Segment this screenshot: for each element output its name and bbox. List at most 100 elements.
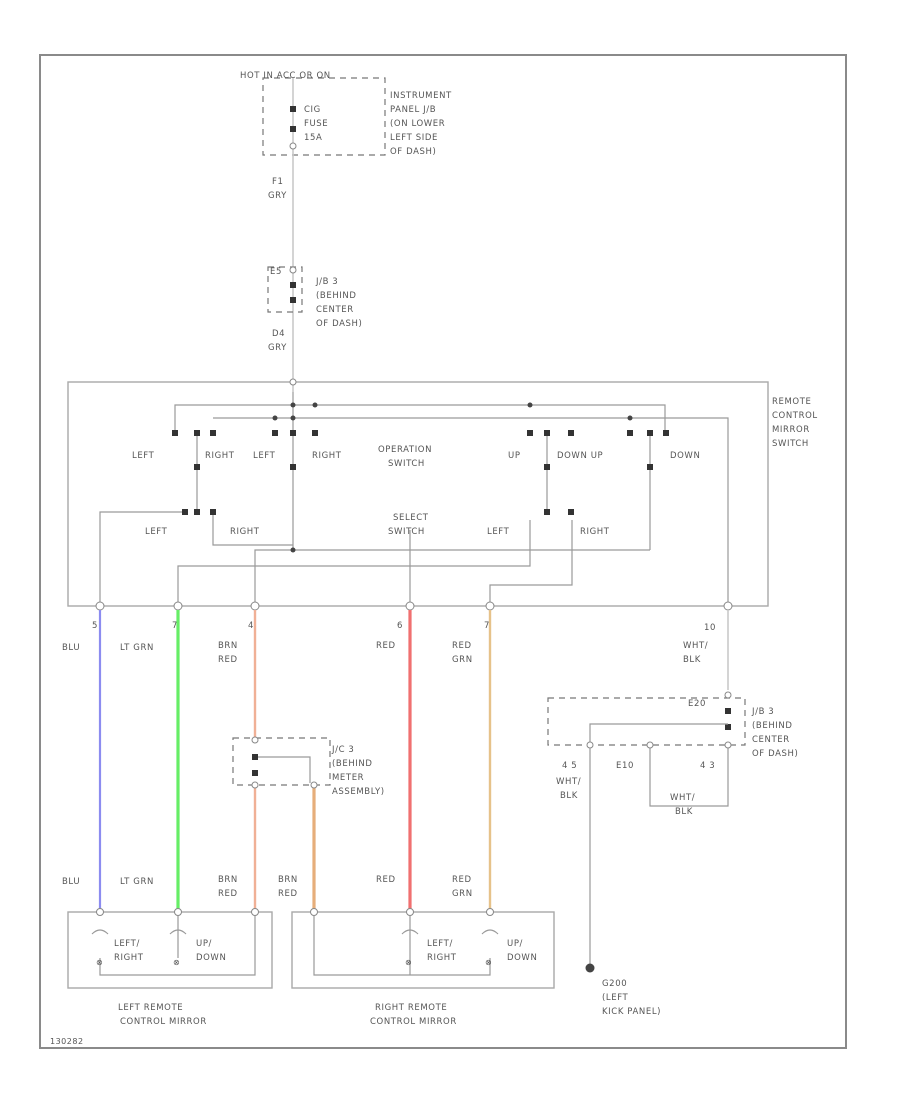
diagram-code: 130282	[50, 1037, 84, 1046]
pin-number: 4	[248, 621, 254, 631]
motor-label: RIGHT	[427, 953, 457, 963]
jb3-upper: E5 J/B 3 (BEHIND CENTER OF DASH)	[267, 266, 362, 329]
switch-label: REMOTE	[772, 397, 811, 407]
wire-color-gry: GRY	[268, 191, 287, 201]
ground-label: G200	[602, 979, 627, 989]
wire-color-label: RED	[218, 889, 238, 899]
switch-contacts	[172, 402, 669, 553]
jb3-label: J/B 3	[315, 277, 338, 287]
ground-label: KICK PANEL)	[602, 1007, 661, 1017]
right-remote-control-mirror: ⊗ ⊗ LEFT/ RIGHT UP/ DOWN RIGHT REMOTE CO…	[291, 908, 555, 1027]
fuse-word: FUSE	[304, 119, 328, 129]
op-switch-position: UP	[508, 451, 521, 461]
switch-connector-pins: 5 7 4 6 7 10	[92, 601, 733, 633]
sel-switch-label: SWITCH	[388, 527, 425, 537]
motor-icon: ⊗	[485, 958, 492, 967]
wire-color-gry: GRY	[268, 343, 287, 353]
wire-color-label: GRN	[452, 655, 473, 665]
motor-label: DOWN	[507, 953, 537, 963]
sel-switch-position: LEFT	[145, 527, 168, 537]
op-switch-position: LEFT	[132, 451, 155, 461]
wire-color-label: LT GRN	[120, 643, 154, 653]
sel-switch-position: RIGHT	[230, 527, 260, 537]
switch-label: MIRROR	[772, 425, 810, 435]
jb3-label: J/B 3	[751, 707, 774, 717]
op-switch-label: OPERATION	[378, 445, 432, 455]
wire-color-label: RED	[452, 875, 472, 885]
wire-color-label: BRN	[278, 875, 298, 885]
pin-f1: F1	[272, 177, 284, 187]
jc3-label: ASSEMBLY)	[332, 787, 385, 797]
pin-number: 4 5	[562, 761, 577, 771]
op-switch-position: RIGHT	[205, 451, 235, 461]
pin-number: 6	[397, 621, 403, 631]
motor-icon: ⊗	[96, 958, 103, 967]
wire-color-label: WHT/	[556, 777, 581, 787]
jb3-label: CENTER	[752, 735, 790, 745]
wire-color-label: RED	[278, 889, 298, 899]
right-mirror-title: CONTROL MIRROR	[370, 1017, 457, 1027]
pin-number: 7	[484, 621, 490, 631]
jb3-label: (BEHIND	[316, 291, 357, 301]
pin-number: 5	[92, 621, 98, 631]
motor-label: LEFT/	[114, 939, 140, 949]
jc3-label: (BEHIND	[332, 759, 373, 769]
jc3-behind-meter: J/C 3 (BEHIND METER ASSEMBLY)	[232, 736, 385, 797]
wire-color-label: BLU	[62, 643, 80, 653]
hot-in-label: HOT IN ACC OR ON	[240, 71, 331, 81]
pin-number: 10	[704, 623, 716, 633]
op-switch-position: DOWN	[670, 451, 700, 461]
wire-color-label: RED	[376, 875, 396, 885]
op-switch-position: RIGHT	[312, 451, 342, 461]
fuse-name: CIG	[304, 105, 321, 115]
motor-icon: ⊗	[405, 958, 412, 967]
pin-e20: E20	[688, 699, 706, 709]
motor-label: LEFT/	[427, 939, 453, 949]
wire-color-label: WHT/	[670, 793, 695, 803]
right-mirror-title: RIGHT REMOTE	[375, 1003, 447, 1013]
op-switch-label: SWITCH	[388, 459, 425, 469]
ip-jb-label: LEFT SIDE	[390, 133, 438, 143]
wire-color-label: RED	[452, 641, 472, 651]
pin-e5: E5	[270, 267, 282, 277]
ip-jb-label: INSTRUMENT	[390, 91, 452, 101]
ip-jb-label: (ON LOWER	[390, 119, 445, 129]
colored-wires	[98, 610, 492, 912]
ip-jb-label: OF DASH)	[390, 147, 436, 157]
wire-color-label: LT GRN	[120, 877, 154, 887]
jb3-label: OF DASH)	[752, 749, 798, 759]
jb3-label: CENTER	[316, 305, 354, 315]
wire-color-label: BLU	[62, 877, 80, 887]
sel-switch-label: SELECT	[393, 513, 429, 523]
ip-jb-label: PANEL J/B	[390, 105, 436, 115]
left-mirror-title: CONTROL MIRROR	[120, 1017, 207, 1027]
op-switch-position: LEFT	[253, 451, 276, 461]
jb3-label: (BEHIND	[752, 721, 793, 731]
motor-label: UP/	[196, 939, 212, 949]
diagram-border	[39, 54, 847, 1049]
left-mirror-title: LEFT REMOTE	[118, 1003, 183, 1013]
wire-color-label: BLK	[675, 807, 693, 817]
jb3-lower: E20 J/B 3 (BEHIND CENTER OF DASH) 4 5 E1…	[547, 610, 798, 973]
jc3-label: METER	[332, 773, 364, 783]
wire-color-label: BLK	[683, 655, 701, 665]
wire-color-label: RED	[376, 641, 396, 651]
fuse-amp: 15A	[304, 133, 322, 143]
remote-control-mirror-switch: REMOTE CONTROL MIRROR SWITCH	[67, 378, 818, 607]
wire-color-label: RED	[218, 655, 238, 665]
motor-label: DOWN	[196, 953, 226, 963]
switch-label: SWITCH	[772, 439, 809, 449]
ground-label: (LEFT	[602, 993, 629, 1003]
motor-icon: ⊗	[173, 958, 180, 967]
motor-label: UP/	[507, 939, 523, 949]
wire-color-label: BRN	[218, 641, 238, 651]
pin-number: 7	[172, 621, 178, 631]
left-remote-control-mirror: ⊗ ⊗ LEFT/ RIGHT UP/ DOWN LEFT REMOTE CON…	[67, 908, 273, 1027]
jc3-label: J/C 3	[331, 745, 354, 755]
switch-label: CONTROL	[772, 411, 818, 421]
pin-d4: D4	[272, 329, 285, 339]
pin-number: 4 3	[700, 761, 715, 771]
instrument-panel-jb: HOT IN ACC OR ON CIG FUSE 15A INSTRUMENT…	[240, 71, 452, 392]
jb3-label: OF DASH)	[316, 319, 362, 329]
